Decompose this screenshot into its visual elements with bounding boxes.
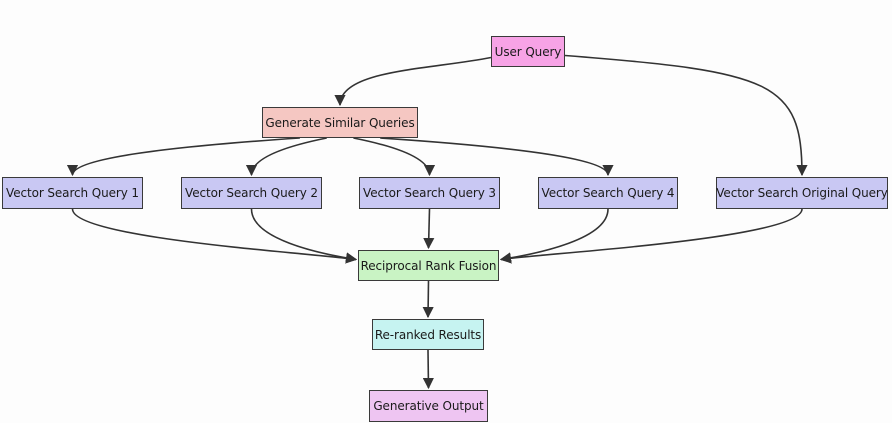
edge-user_query-to-vs_orig xyxy=(564,54,808,177)
node-vector-search-query-3: Vector Search Query 3 xyxy=(359,177,500,209)
edge-generate-to-vs2 xyxy=(245,137,327,177)
edge-rrf-to-rerank xyxy=(422,280,434,319)
node-vector-search-query-1: Vector Search Query 1 xyxy=(2,177,143,209)
edge-vs_orig-to-rrf xyxy=(499,208,803,264)
edge-vs1-to-rrf xyxy=(71,208,358,264)
edge-rerank-to-gen_out xyxy=(422,349,434,390)
edge-generate-to-vs3 xyxy=(353,137,436,177)
node-user-query: User Query xyxy=(491,36,565,67)
node-vector-search-query-4: Vector Search Query 4 xyxy=(538,177,678,209)
edge-vs4-to-rrf xyxy=(499,208,609,264)
node-generative-output: Generative Output xyxy=(369,390,488,422)
node-vector-search-query-2: Vector Search Query 2 xyxy=(181,177,322,209)
node-reciprocal-rank-fusion: Reciprocal Rank Fusion xyxy=(358,250,499,281)
edge-vs2-to-rrf xyxy=(250,208,358,264)
node-vector-search-original-query: Vector Search Original Query xyxy=(716,177,888,209)
node-re-ranked-results: Re-ranked Results xyxy=(372,319,484,350)
node-generate-similar-queries: Generate Similar Queries xyxy=(262,107,418,138)
edge-generate-to-vs4 xyxy=(380,137,614,177)
edge-vs3-to-rrf xyxy=(423,208,435,250)
edge-user_query-to-generate xyxy=(334,56,492,107)
edge-generate-to-vs1 xyxy=(66,137,300,177)
